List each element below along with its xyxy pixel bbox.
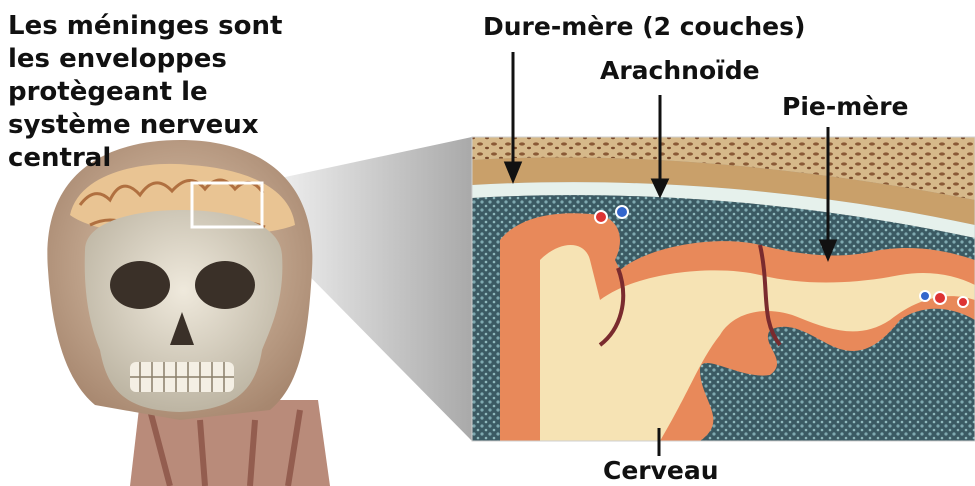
pia-label: Pie-mère (782, 92, 909, 121)
arachnoid-label: Arachnoïde (600, 56, 760, 85)
page-title: Les méninges sont les enveloppes protège… (8, 10, 408, 175)
dura-label: Dure-mère (2 couches) (483, 12, 805, 41)
skull-head-drawing (47, 140, 330, 486)
brain-label: Cerveau (603, 456, 719, 485)
meninges-cross-section (472, 137, 975, 441)
